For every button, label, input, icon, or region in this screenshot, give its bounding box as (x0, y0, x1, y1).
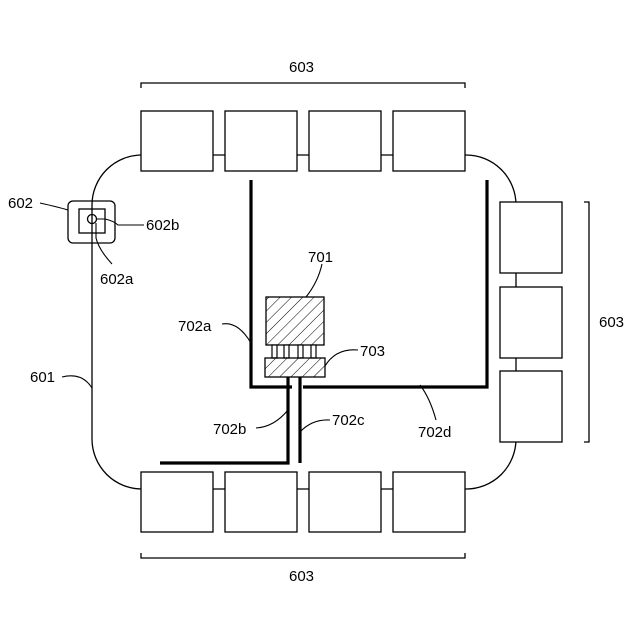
bottom-pad-2 (225, 472, 297, 532)
leader-702a (222, 324, 251, 343)
leader-703 (325, 350, 358, 366)
top-pad-4 (393, 111, 465, 171)
label-701: 701 (308, 249, 333, 266)
top-pad-1 (141, 111, 213, 171)
label-601: 601 (30, 369, 55, 386)
label-602a: 602a (100, 271, 134, 288)
bottom-pad-1 (141, 472, 213, 532)
leader-702c (300, 420, 330, 432)
right-pad-1 (500, 202, 562, 273)
label-702d: 702d (418, 424, 451, 441)
leader-601 (62, 376, 92, 388)
pin-4 (311, 345, 316, 358)
chip-701 (266, 297, 324, 345)
label-702a: 702a (178, 318, 212, 335)
leader-702b (256, 410, 288, 428)
label-right-603: 603 (599, 314, 624, 331)
bottom-brace (141, 553, 465, 558)
line-702b (160, 377, 288, 463)
label-602b: 602b (146, 217, 179, 234)
top-pad-2 (225, 111, 297, 171)
top-pad-3 (309, 111, 381, 171)
label-702b: 702b (213, 421, 246, 438)
right-brace (584, 202, 589, 442)
leader-702d (420, 385, 436, 420)
right-pad-2 (500, 287, 562, 358)
bottom-pad-3 (309, 472, 381, 532)
bottom-pads (141, 472, 465, 532)
pin-1 (272, 345, 277, 358)
top-pads (141, 111, 465, 171)
label-702c: 702c (332, 412, 365, 429)
pin-2 (284, 345, 289, 358)
label-602: 602 (8, 195, 33, 212)
pin-3 (298, 345, 303, 358)
bottom-pad-4 (393, 472, 465, 532)
leader-701 (306, 264, 322, 297)
right-pad-3 (500, 371, 562, 442)
label-bottom-603: 603 (289, 568, 314, 585)
leader-602 (40, 203, 68, 210)
label-top-603: 603 (289, 59, 314, 76)
right-pads (500, 202, 562, 442)
label-703: 703 (360, 343, 385, 360)
chip-pins (272, 345, 316, 358)
top-brace (141, 83, 465, 88)
leader-602b (96, 219, 144, 225)
connector-703 (265, 358, 325, 377)
line-702d (303, 180, 487, 387)
